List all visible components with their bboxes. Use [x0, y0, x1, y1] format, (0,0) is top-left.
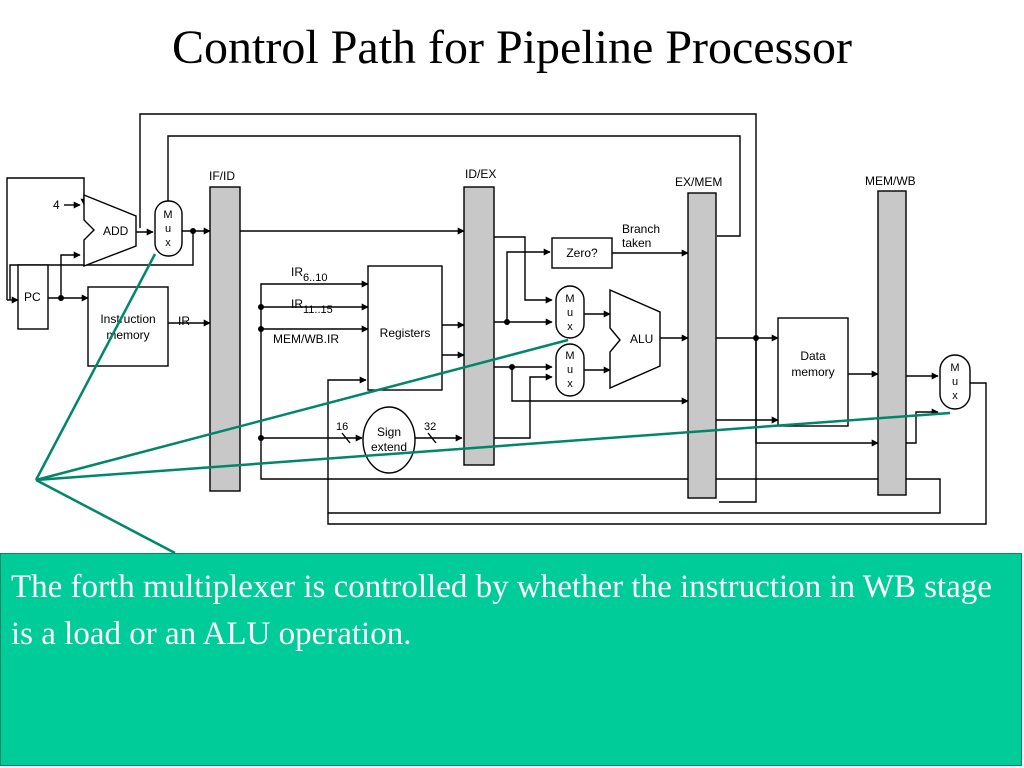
mem-wb-register	[877, 190, 907, 496]
adder-label: ADD	[103, 224, 129, 238]
instruction-memory-label-line1: Instruction	[100, 312, 155, 326]
ex-mem-label: EX/MEM	[675, 175, 722, 189]
ir-6-10-label: IR6..10	[291, 265, 327, 284]
wires	[6, 113, 987, 525]
alu-top-mux-letter-u: u	[567, 307, 573, 319]
pc-block	[17, 264, 49, 330]
pc-mux-letter-u: u	[165, 223, 171, 235]
alu-bottom-mux-letter-m: M	[565, 350, 574, 362]
id-ex-register	[463, 186, 495, 466]
registers-label: Registers	[380, 326, 431, 340]
writeback-mux-letter-x: x	[952, 390, 958, 402]
registers-block	[367, 265, 443, 391]
if-id-label: IF/ID	[209, 169, 235, 183]
sign-extend-label-line2: extend	[371, 440, 407, 454]
callout-text: The forth multiplexer is controlled by w…	[11, 569, 992, 652]
alu-top-mux	[555, 285, 585, 339]
if-id-register	[209, 186, 241, 492]
alu-bottom-mux-letter-u: u	[567, 364, 573, 376]
junction-dots	[58, 228, 759, 441]
data-memory-label-line2: memory	[791, 365, 834, 379]
ir-label: IR	[178, 314, 190, 328]
sign-extend-label-line1: Sign	[377, 425, 401, 439]
alu-top-mux-letter-x: x	[567, 321, 573, 333]
callout-box: The forth multiplexer is controlled by w…	[0, 553, 1022, 766]
writeback-mux-letter-u: u	[952, 376, 958, 388]
adder	[83, 193, 137, 268]
pc-mux-letter-x: x	[165, 237, 171, 249]
instruction-memory-block	[87, 286, 169, 367]
zero-test-block	[551, 237, 613, 269]
pc-mux	[154, 200, 183, 257]
branch-taken-label-line1: Branch	[622, 222, 660, 236]
ir-11-15-label: IR11..15	[291, 297, 333, 316]
branch-taken-label-line2: taken	[622, 236, 651, 250]
mem-wb-ir-label: MEM/WB.IR	[273, 332, 339, 346]
data-memory-block	[777, 317, 849, 427]
mem-wb-label: MEM/WB	[865, 174, 916, 188]
pc-mux-letter-m: M	[163, 209, 172, 221]
data-memory-label-line1: Data	[800, 349, 826, 363]
bit-width-ticks	[341, 432, 437, 444]
pipeline-registers: IF/ID ID/EX EX/MEM MEM/WB	[209, 167, 916, 499]
constant-4-label: 4	[53, 198, 60, 212]
pc-label: PC	[24, 290, 41, 304]
alu-top-mux-letter-m: M	[565, 293, 574, 305]
writeback-mux	[939, 354, 971, 410]
writeback-mux-letter-m: M	[950, 362, 959, 374]
sign-extend-block	[362, 406, 416, 474]
bits-16-label: 16	[336, 421, 348, 433]
callout-pointer-lines	[34, 253, 951, 555]
bits-32-label: 32	[424, 421, 436, 433]
id-ex-label: ID/EX	[465, 167, 496, 181]
alu-bottom-mux-letter-x: x	[567, 378, 573, 390]
ex-mem-register	[687, 192, 717, 499]
alu-bottom-mux	[555, 343, 585, 397]
alu-label: ALU	[630, 332, 653, 346]
alu	[609, 288, 661, 390]
slide-title: Control Path for Pipeline Processor	[172, 21, 852, 74]
instruction-memory-label-line2: memory	[106, 328, 149, 342]
zero-test-label: Zero?	[566, 246, 598, 260]
